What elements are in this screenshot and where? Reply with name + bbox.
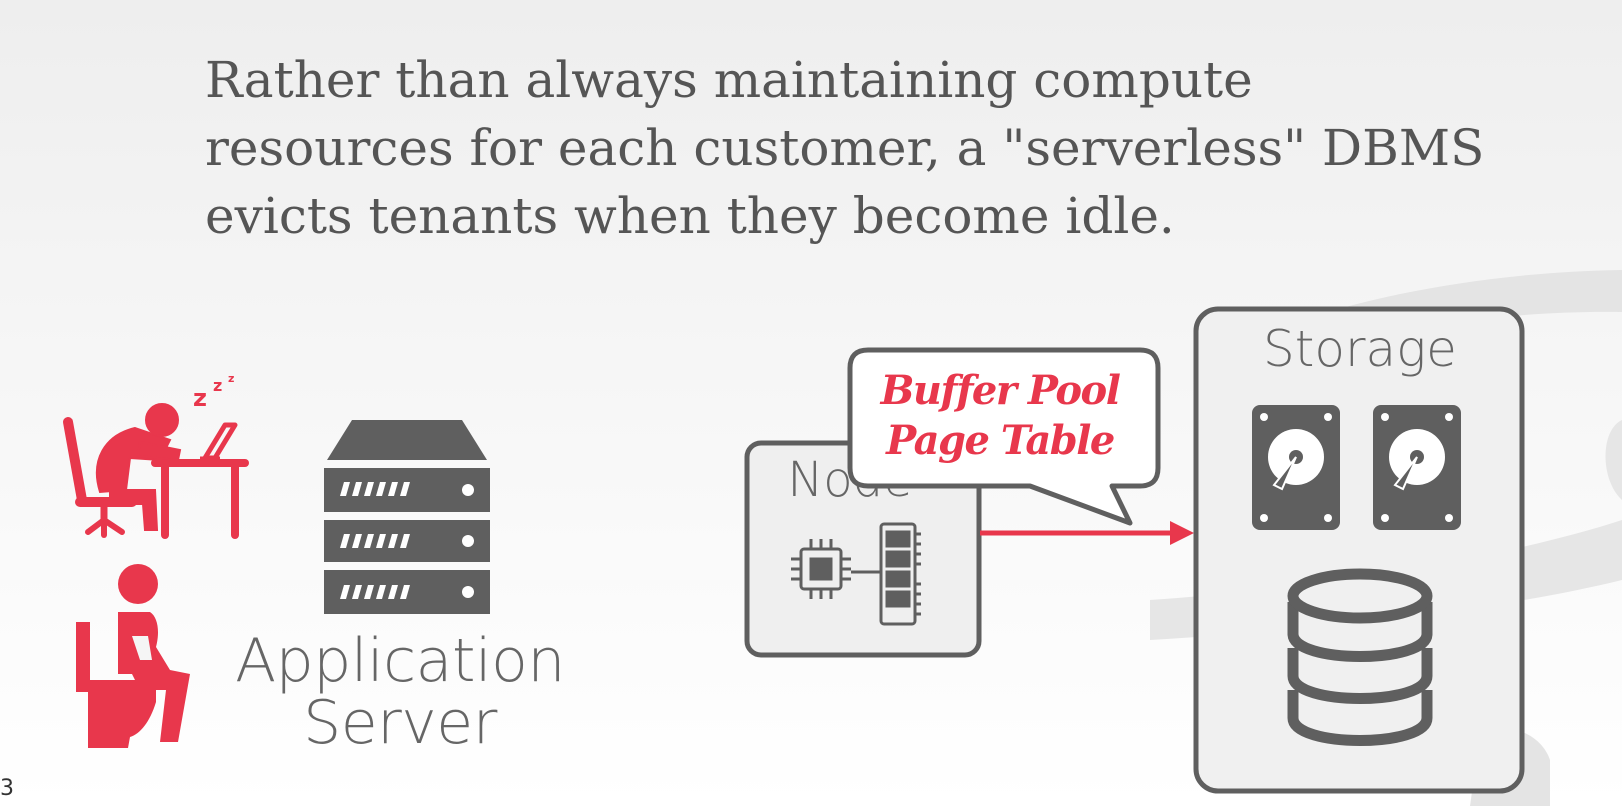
memory-ram-icon — [851, 522, 921, 626]
slide-number: 3 — [0, 776, 14, 801]
hard-disk-icon — [1252, 405, 1340, 530]
callout-line1: Buffer Pool — [880, 367, 1121, 414]
callout-text: Buffer Pool Page Table — [855, 366, 1145, 466]
application-server-label: Application Server — [220, 630, 580, 754]
storage-label: Storage — [1263, 320, 1457, 378]
cpu-chip-icon — [791, 539, 851, 599]
hard-disk-icon — [1373, 405, 1461, 530]
sleeping-user-icon — [63, 403, 249, 539]
database-icon — [1287, 568, 1433, 746]
application-server-label-line2: Server — [303, 688, 497, 758]
sleep-z-medium: z — [213, 376, 223, 395]
application-server-label-line1: Application — [235, 626, 565, 696]
sleep-z-large: z — [193, 384, 207, 412]
server-rack-icon — [324, 420, 490, 614]
idle-user-icon — [76, 564, 190, 748]
callout-line2: Page Table — [886, 417, 1115, 464]
sleep-z-small: z — [228, 372, 235, 385]
headline-text: Rather than always maintaining compute r… — [205, 51, 1485, 245]
